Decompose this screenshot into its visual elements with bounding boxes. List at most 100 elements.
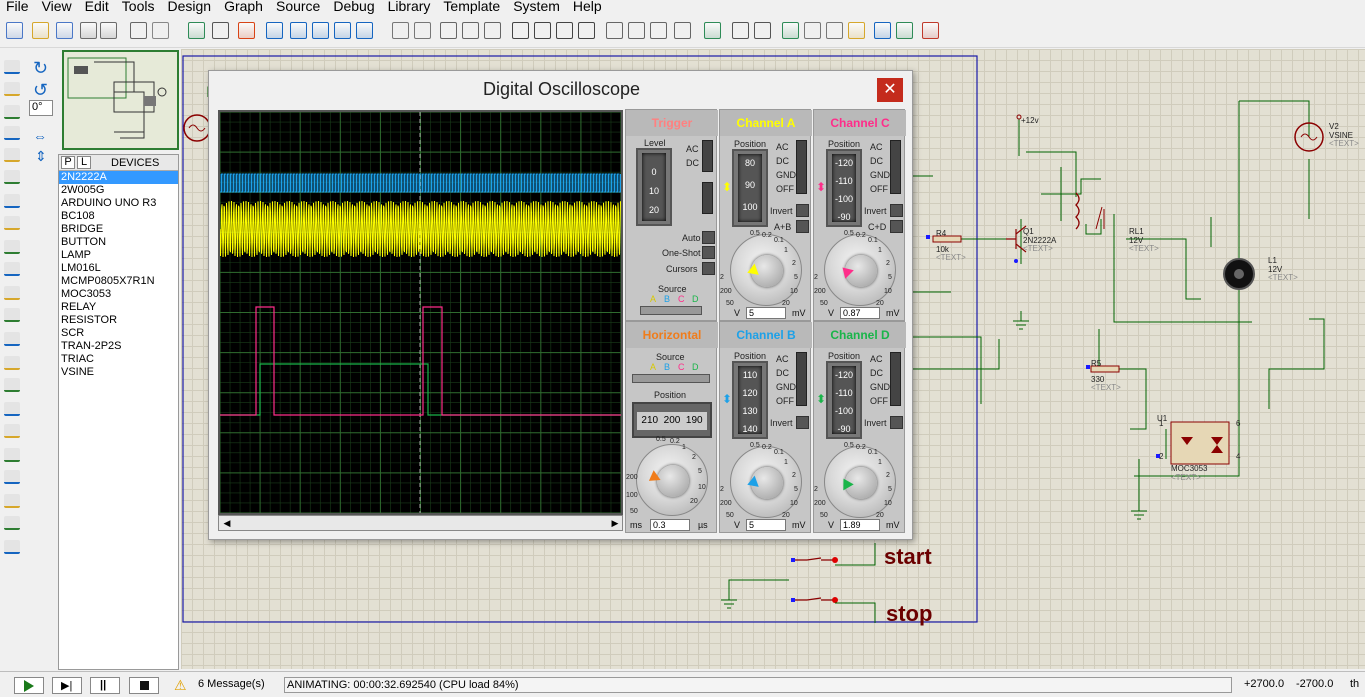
- chd-invert-button[interactable]: [890, 416, 903, 429]
- component-icon[interactable]: [4, 82, 20, 96]
- bus-icon[interactable]: [4, 170, 20, 184]
- cut-icon[interactable]: [440, 22, 457, 39]
- open-icon[interactable]: [32, 22, 49, 39]
- import-icon[interactable]: [80, 22, 97, 39]
- grid-icon[interactable]: [212, 22, 229, 39]
- copy-icon[interactable]: [462, 22, 479, 39]
- scroll-right-icon[interactable]: ▶: [611, 518, 619, 528]
- netlist-icon[interactable]: [782, 22, 799, 39]
- tape-icon[interactable]: [4, 286, 20, 300]
- ares-icon[interactable]: [848, 22, 865, 39]
- trigger-oneshot-button[interactable]: [702, 246, 715, 259]
- horizontal-position-scale[interactable]: 210 200 190: [632, 402, 712, 438]
- package-icon[interactable]: [650, 22, 667, 39]
- design-rules-icon[interactable]: [896, 22, 913, 39]
- cha-volts-knob[interactable]: [730, 234, 802, 306]
- ares-link-icon[interactable]: [922, 22, 939, 39]
- device-item[interactable]: BUTTON: [61, 236, 107, 248]
- bom-icon[interactable]: [804, 22, 821, 39]
- oscilloscope-window[interactable]: Digital Oscilloscope ✕ ◀ ▶ Trigger Level…: [208, 70, 913, 540]
- chd-value-field[interactable]: 1.89: [840, 519, 880, 531]
- overview-window[interactable]: [62, 50, 179, 150]
- pause-button[interactable]: ||: [90, 677, 120, 694]
- erc-icon[interactable]: [826, 22, 843, 39]
- chb-value-field[interactable]: 5: [746, 519, 786, 531]
- make-device-icon[interactable]: [628, 22, 645, 39]
- device-item[interactable]: RELAY: [61, 301, 97, 313]
- device-item[interactable]: BRIDGE: [61, 223, 104, 235]
- menu-help[interactable]: Help: [572, 0, 602, 14]
- text-icon[interactable]: [4, 516, 20, 530]
- horizontal-source-slider[interactable]: [632, 374, 710, 383]
- pan-icon[interactable]: [266, 22, 283, 39]
- cha-coupling-switch[interactable]: [796, 140, 807, 194]
- chc-position-scale[interactable]: -120-110-100-90: [826, 149, 862, 227]
- undo-icon[interactable]: [392, 22, 409, 39]
- chc-combine-button[interactable]: [890, 220, 903, 233]
- refresh-icon[interactable]: [188, 22, 205, 39]
- print-icon[interactable]: [130, 22, 147, 39]
- block-delete-icon[interactable]: [578, 22, 595, 39]
- redo-icon[interactable]: [414, 22, 431, 39]
- mirror-horizontal-icon[interactable]: ⇔: [33, 128, 47, 144]
- bill-icon[interactable]: [874, 22, 891, 39]
- menu-edit[interactable]: Edit: [84, 0, 109, 14]
- rotate-cw-icon[interactable]: ↻: [33, 58, 49, 78]
- cha-invert-button[interactable]: [796, 204, 809, 217]
- chd-volts-knob[interactable]: [824, 446, 896, 518]
- text-script-icon[interactable]: [4, 148, 20, 162]
- property-icon[interactable]: [754, 22, 771, 39]
- box-icon[interactable]: [4, 424, 20, 438]
- timebase-knob[interactable]: [636, 444, 708, 516]
- chc-value-field[interactable]: 0.87: [840, 307, 880, 319]
- menu-file[interactable]: File: [6, 0, 29, 14]
- rotate-ccw-icon[interactable]: ↺: [33, 80, 49, 100]
- menu-graph[interactable]: Graph: [224, 0, 263, 14]
- path-icon[interactable]: [4, 494, 20, 508]
- circle-icon[interactable]: [4, 448, 20, 462]
- line-icon[interactable]: [4, 402, 20, 416]
- zoom-out-icon[interactable]: [312, 22, 329, 39]
- menu-view[interactable]: View: [41, 0, 72, 14]
- device-item[interactable]: 2N2222A: [59, 171, 178, 184]
- mirror-vertical-icon[interactable]: ⇕: [35, 148, 47, 164]
- zoom-area-icon[interactable]: [356, 22, 373, 39]
- zoom-all-icon[interactable]: [334, 22, 351, 39]
- device-item[interactable]: LM016L: [61, 262, 101, 274]
- trigger-edge-switch[interactable]: [702, 182, 713, 214]
- block-copy-icon[interactable]: [512, 22, 529, 39]
- pick-icon[interactable]: [606, 22, 623, 39]
- arc-icon[interactable]: [4, 470, 20, 484]
- block-rotate-icon[interactable]: [556, 22, 573, 39]
- device-pin-icon[interactable]: [4, 240, 20, 254]
- menu-library[interactable]: Library: [387, 0, 431, 14]
- wire-label-icon[interactable]: [4, 126, 20, 140]
- stop-button[interactable]: [129, 677, 159, 694]
- device-item[interactable]: VSINE: [61, 366, 95, 378]
- decompose-icon[interactable]: [674, 22, 691, 39]
- step-button[interactable]: ▶|: [52, 677, 82, 694]
- device-item[interactable]: TRIAC: [61, 353, 94, 365]
- close-button[interactable]: ✕: [877, 78, 903, 102]
- menu-tools[interactable]: Tools: [121, 0, 155, 14]
- device-item[interactable]: RESISTOR: [61, 314, 118, 326]
- trigger-auto-button[interactable]: [702, 231, 715, 244]
- device-item[interactable]: TRAN-2P2S: [61, 340, 122, 352]
- device-item[interactable]: ARDUINO UNO R3: [61, 197, 157, 209]
- chc-invert-button[interactable]: [890, 204, 903, 217]
- export-icon[interactable]: [100, 22, 117, 39]
- chc-coupling-switch[interactable]: [890, 140, 901, 194]
- origin-icon[interactable]: [238, 22, 255, 39]
- device-item[interactable]: 2W005G: [61, 184, 105, 196]
- chd-position-scale[interactable]: -120-110-100-90: [826, 361, 862, 439]
- menu-debug[interactable]: Debug: [333, 0, 375, 14]
- device-item[interactable]: BC108: [61, 210, 95, 222]
- save-icon[interactable]: [56, 22, 73, 39]
- device-item[interactable]: MOC3053: [61, 288, 112, 300]
- paste-icon[interactable]: [484, 22, 501, 39]
- device-item[interactable]: MCMP0805X7R1N: [61, 275, 155, 287]
- zoom-in-icon[interactable]: [290, 22, 307, 39]
- messages-count[interactable]: 6 Message(s): [198, 678, 265, 690]
